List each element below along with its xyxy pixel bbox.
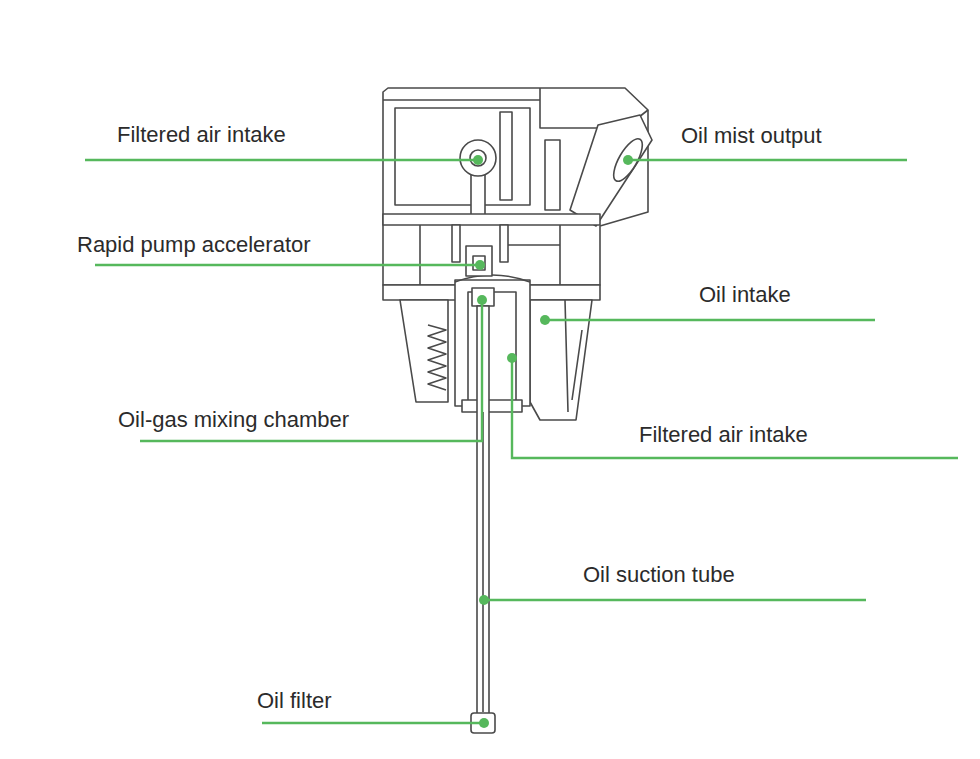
cap-edge [565,300,582,412]
part-label: Oil-gas mixing chamber [118,408,349,432]
part-label: Rapid pump accelerator [77,233,311,257]
leader-dot [623,155,633,165]
pump-accelerator-core [473,256,485,270]
leader-line [262,722,484,724]
leader-dot [479,595,489,605]
inner-cylinder-bore [468,292,516,402]
cap-skirt [400,300,448,402]
air-intake-hole [470,150,486,166]
leader-line [95,264,480,266]
pump-accelerator [466,246,492,276]
leader-line [628,159,907,161]
leader-dot [473,155,483,165]
middle-plate [383,214,600,225]
inner-channel [420,225,560,285]
output-nozzle [570,115,652,226]
leader-dot [507,353,517,363]
leader-line [85,159,478,161]
inner-cylinder [455,280,530,406]
cap-skirt [530,300,592,420]
leader-line [512,358,958,458]
part-label: Oil filter [257,689,332,713]
part-label: Oil intake [699,283,791,307]
leader-dot [477,295,487,305]
housing-wall [500,112,512,200]
leader-dot [479,718,489,728]
part-label: Oil suction tube [583,563,735,587]
air-intake-ring [460,140,496,176]
part-label: Filtered air intake [639,423,808,447]
part-label: Oil mist output [681,124,822,148]
housing-cavity [395,108,530,205]
cap-thread [428,325,446,390]
part-label: Filtered air intake [117,123,286,147]
pump-body [383,88,652,733]
leader-line [484,599,866,601]
mixing-nozzle [472,288,494,306]
leader-line [545,319,875,321]
leader-dot [540,315,550,325]
leader-dots [473,155,633,728]
suction-tube-bore [482,412,484,712]
leader-dot [475,260,485,270]
housing-wall [545,140,560,210]
